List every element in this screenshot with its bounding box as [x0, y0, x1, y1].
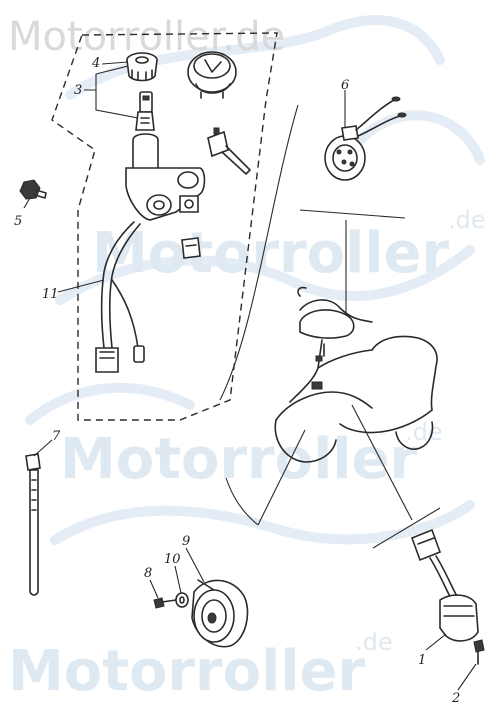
callout-10: 10 — [164, 552, 181, 567]
watermark-brand-middle: Motorroller — [60, 427, 418, 492]
scooter-outline — [274, 286, 438, 463]
watermark-brand-upper: Motorroller — [92, 221, 450, 286]
washer-part-10 — [175, 592, 189, 608]
switch-plug-part — [207, 127, 251, 175]
callout-5: 5 — [14, 214, 22, 229]
callout-labels: 4 3 5 6 11 7 8 10 9 1 2 — [14, 56, 460, 706]
callout-4: 4 — [91, 56, 100, 71]
callout-9: 9 — [182, 534, 190, 549]
small-connector-part — [181, 237, 201, 259]
key-cap-part — [126, 52, 158, 82]
wiring-harness-part — [95, 221, 145, 373]
watermark-tld-middle: .de — [405, 418, 443, 446]
scooter-context-lines — [219, 104, 441, 549]
ignition-kit-boundary — [51, 32, 278, 421]
callout-7: 7 — [52, 429, 61, 444]
cable-tie-part-7 — [25, 453, 41, 596]
watermark: Motorroller.de Motorroller .de Motorroll… — [8, 14, 486, 704]
fuel-cap-part — [187, 51, 237, 99]
relay-part-6 — [324, 96, 407, 181]
callout-1: 1 — [418, 653, 426, 668]
watermark-top-text: Motorroller.de — [8, 14, 285, 60]
leader-lines — [23, 61, 477, 691]
callout-2: 2 — [451, 691, 460, 706]
screw-part-8 — [153, 597, 177, 609]
regulator-part-1 — [410, 528, 479, 642]
callout-11: 11 — [42, 287, 59, 302]
horn-part-9 — [191, 579, 249, 648]
watermark-tld-upper: .de — [448, 206, 486, 234]
callout-8: 8 — [144, 566, 152, 581]
watermark-tld-lower: .de — [355, 628, 393, 656]
bolt-part-5 — [19, 179, 47, 200]
callout-6: 6 — [341, 78, 349, 93]
callout-3: 3 — [74, 83, 82, 98]
ignition-lock-part — [125, 91, 206, 221]
watermark-brand-lower: Motorroller — [8, 639, 366, 704]
screw-part-2 — [473, 639, 485, 665]
